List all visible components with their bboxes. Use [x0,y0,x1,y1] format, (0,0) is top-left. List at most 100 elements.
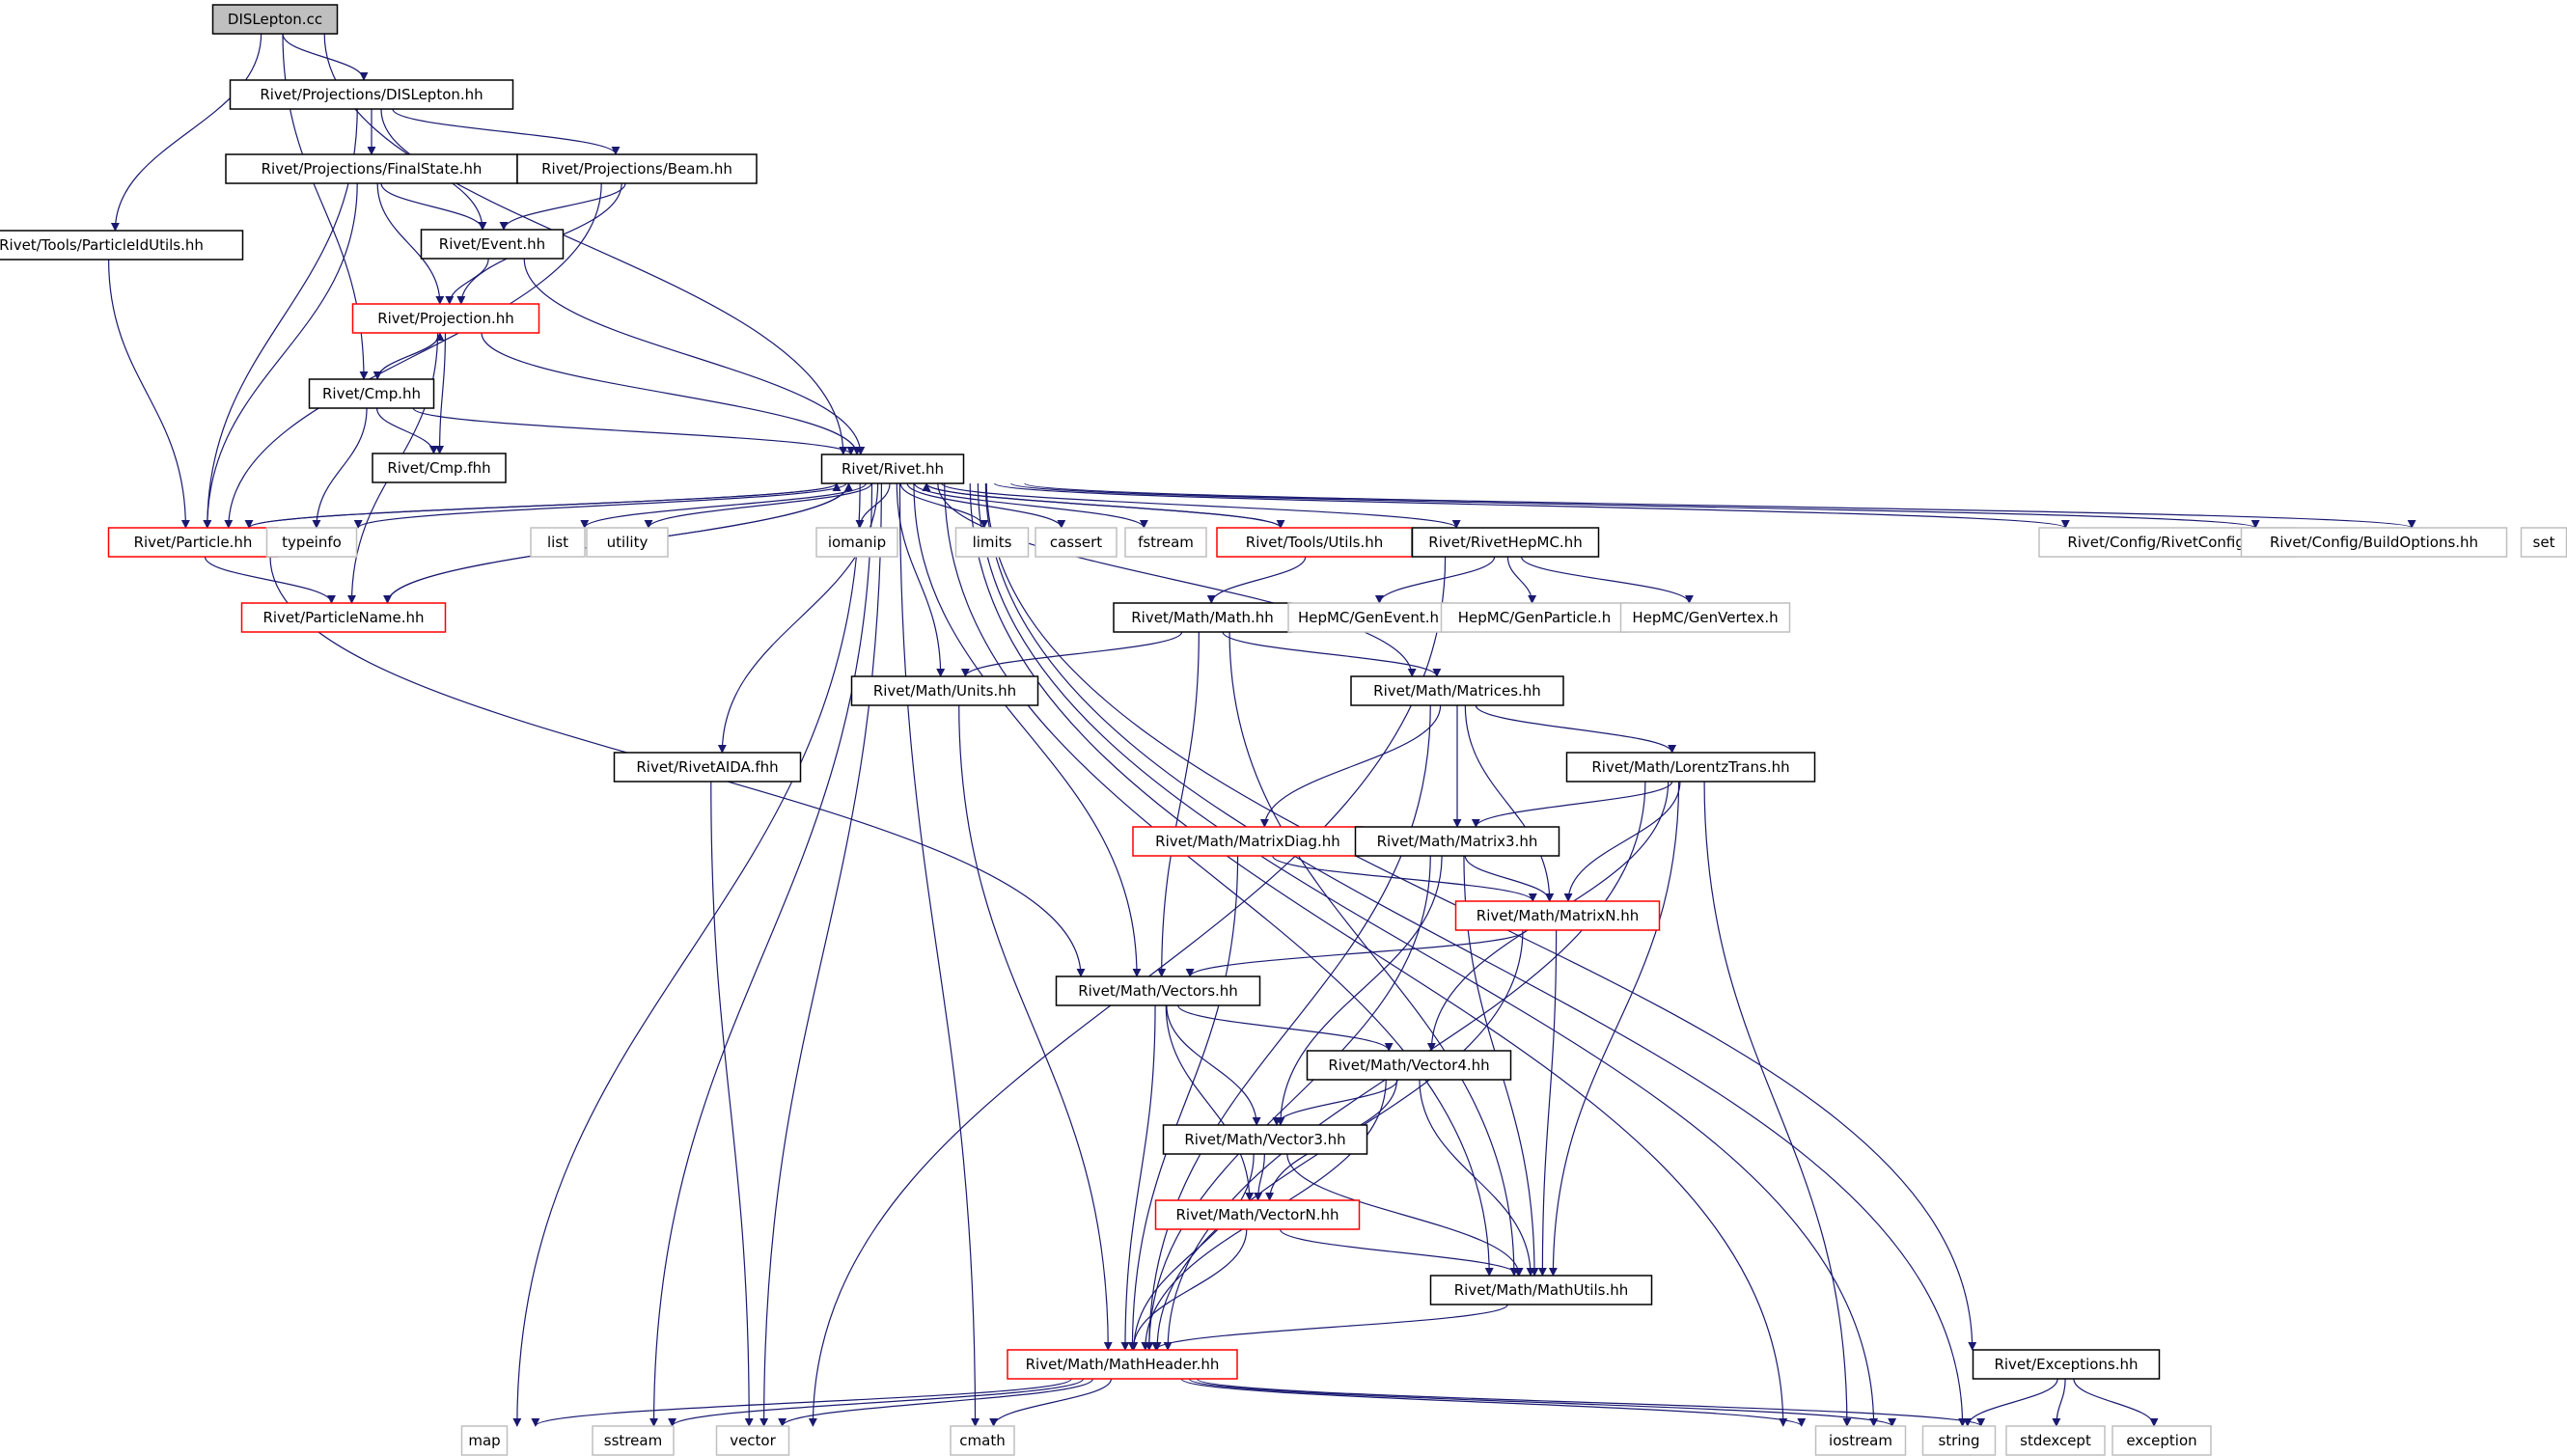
node-label: Rivet/Math/Vector4.hh [1328,1057,1489,1074]
node-box [516,153,758,184]
node-rivet-math-matrixdiag-hh[interactable]: Rivet/Math/MatrixDiag.hh [1132,826,1364,857]
edge-cmp-to-typeinfo [312,407,368,529]
edge-rivet-to-typeinfo [353,482,847,529]
node-label: Rivet/Event.hh [439,235,545,253]
node-rivet-particle-hh[interactable]: Rivet/Particle.hh [107,527,279,558]
node-cassert: cassert [1035,527,1118,558]
node-box [954,527,1030,558]
node-box [1154,1199,1361,1230]
edge-matrices-to-matrixdiag [1259,704,1442,828]
node-box [1565,752,1816,783]
node-box [820,453,965,484]
node-box [1454,900,1661,931]
node-box [1132,826,1364,857]
node-rivet-event-hh[interactable]: Rivet/Event.hh [420,229,565,260]
edge-matrix3-to-matrixn [1464,855,1555,902]
edge-rivet-to-sstream [649,482,873,1427]
node-exception: exception [2112,1425,2212,1456]
node-label: Rivet/Math/MathUtils.hh [1454,1281,1629,1299]
node-rivet-projection-hh[interactable]: Rivet/Projection.hh [351,303,540,334]
edge-cmp-to-projection [376,332,445,380]
edge-vectors-to-mathheader [1120,1004,1156,1351]
edge-mathheader-to-map [531,1378,1072,1427]
node-rivet-math-lorentztrans-hh[interactable]: Rivet/Math/LorentzTrans.hh [1565,752,1816,783]
node-label: Rivet/Math/MathHeader.hh [1026,1356,1220,1373]
edge-mathheader-to-string [1188,1378,1896,1427]
node-rivet-rivet-hh[interactable]: Rivet/Rivet.hh [820,453,965,484]
node-string: string [1921,1425,1997,1456]
node-rivet-math-vectors-hh[interactable]: Rivet/Math/Vectors.hh [1055,975,1261,1006]
node-rivet-math-vector4-hh[interactable]: Rivet/Math/Vector4.hh [1306,1050,1512,1081]
node-box [1429,1275,1653,1305]
node-label: Rivet/Cmp.hh [322,385,421,402]
node-rivet-math-mathheader-hh[interactable]: Rivet/Math/MathHeader.hh [1007,1349,1238,1380]
edge-dislepton_cc-to-proj_dislepton [282,33,369,81]
edge-matrixn-to-mathutils [1537,929,1558,1277]
node-rivet-exceptions-hh[interactable]: Rivet/Exceptions.hh [1972,1349,2161,1380]
node-rivet-math-matrix3-hh[interactable]: Rivet/Math/Matrix3.hh [1354,826,1560,857]
node-typeinfo: typeinfo [265,527,358,558]
node-rivet-particlename-hh[interactable]: Rivet/ParticleName.hh [240,602,447,633]
edge-beam-to-particle [224,182,602,529]
node-rivet-math-mathutils-hh[interactable]: Rivet/Math/MathUtils.hh [1429,1275,1653,1305]
node-box [1972,1349,2161,1380]
edge-rivet-to-matrices [937,482,1417,677]
edge-rivet-to-particle [244,482,838,529]
node-rivet-projections-beam-hh[interactable]: Rivet/Projections/Beam.hh [516,153,758,184]
edge-mathmath-to-units [960,631,1183,677]
node-hepmc-genparticle-h: HepMC/GenParticle.h [1440,602,1629,633]
node-rivet-rivetaida-fhh[interactable]: Rivet/RivetAIDA.fhh [613,752,802,783]
node-label: Rivet/Cmp.fhh [387,459,490,477]
node-rivet-math-matrices-hh[interactable]: Rivet/Math/Matrices.hh [1350,675,1564,706]
node-box [1035,527,1118,558]
edge-lorentz-to-matrixn [1563,781,1681,902]
edge-dislepton_cc-to-particleidutils [110,33,262,232]
edge-exceptions-to-string [1963,1378,2058,1427]
edge-matrices-to-matrixn [1464,704,1555,902]
node-label: fstream [1138,534,1194,551]
node-rivet-projections-finalstate-hh[interactable]: Rivet/Projections/FinalState.hh [225,153,518,184]
node-label: string [1938,1432,1979,1449]
node-list: list [530,527,586,558]
node-label: set [2533,534,2555,551]
edge-beam-to-event [499,182,626,231]
node-box [1619,602,1791,633]
edge-matrixn-to-vectors [1185,929,1527,977]
node-box [1055,975,1261,1006]
node-rivet-projections-dislepton-hh[interactable]: Rivet/Projections/DISLepton.hh [229,79,514,110]
node-rivet-cmp-hh[interactable]: Rivet/Cmp.hh [308,378,435,409]
node-map: map [460,1425,509,1456]
node-rivet-math-vector3-hh[interactable]: Rivet/Math/Vector3.hh [1162,1124,1368,1155]
node-box [211,4,339,35]
node-rivet-math-units-hh[interactable]: Rivet/Math/Units.hh [850,675,1039,706]
node-label: Rivet/Math/Math.hh [1131,609,1274,626]
node-rivet-tools-utils-hh[interactable]: Rivet/Tools/Utils.hh [1216,527,1413,558]
node-rivet-math-vectorn-hh[interactable]: Rivet/Math/VectorN.hh [1154,1199,1361,1230]
node-box [420,229,565,260]
node-box [1921,1425,1997,1456]
edge-rivet-to-buildoptions [1010,482,2260,529]
node-rivet-tools-particleidutils-hh[interactable]: Rivet/Tools/ParticleIdUtils.hh [0,230,244,261]
edge-rivet-to-rivetconfig [994,482,2070,529]
node-rivet-rivethepmc-hh[interactable]: Rivet/RivetHepMC.hh [1411,527,1600,558]
node-label: list [547,534,568,551]
node-box [1350,675,1564,706]
node-label: Rivet/Projection.hh [377,310,514,327]
node-rivet-cmp-fhh[interactable]: Rivet/Cmp.fhh [372,453,507,483]
node-label: Rivet/Math/Vectors.hh [1078,982,1238,1000]
node-dislepton-cc[interactable]: DISLepton.cc [211,4,339,35]
edge-finalstate-to-particle [203,182,358,529]
node-label: Rivet/Math/MatrixDiag.hh [1155,833,1340,850]
node-label: utility [607,534,649,551]
node-rivet-math-matrixn-hh[interactable]: Rivet/Math/MatrixN.hh [1454,900,1661,931]
node-utility: utility [586,527,669,558]
node-box [950,1425,1015,1456]
edge-finalstate-to-projection [376,182,445,305]
node-label: Rivet/Exceptions.hh [1994,1356,2138,1373]
node-box [815,527,898,558]
node-vector: vector [715,1425,790,1456]
node-label: Rivet/RivetHepMC.hh [1428,534,1582,551]
edge-mathmath-to-mathutils [1228,631,1519,1277]
node-rivet-math-math-hh[interactable]: Rivet/Math/Math.hh [1113,602,1292,633]
